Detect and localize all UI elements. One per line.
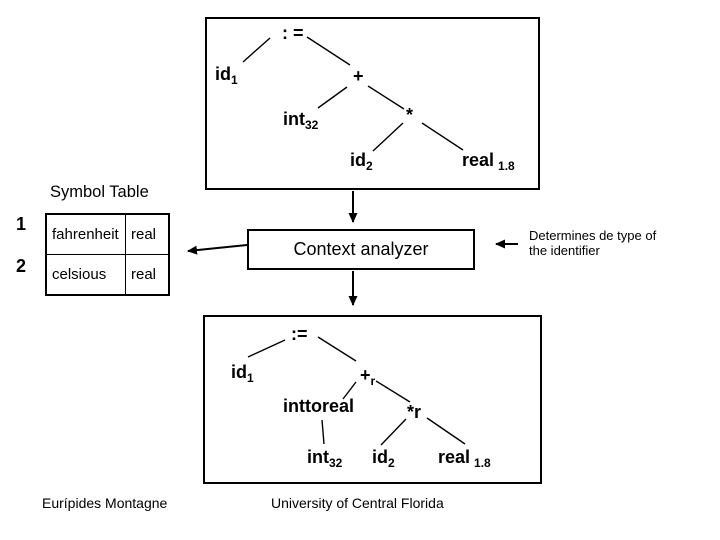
annotation-line-1: Determines de type of [529, 228, 657, 243]
top-tree-node-assign: : = [282, 23, 304, 43]
symbol-table-title: Symbol Table [50, 183, 149, 201]
top-tree-node-star: * [406, 105, 414, 125]
bottom-tree-node-int32: int32 [307, 447, 343, 470]
top-tree-node-int32: int32 [283, 109, 319, 132]
context-analyzer-box: Context analyzer [247, 229, 475, 270]
symbol-table-row-number-1: 1 [16, 214, 27, 234]
top-tree-node-plus: + [353, 66, 364, 86]
symbol-table-cell-type-1: real [126, 215, 168, 255]
bottom-tree-node-id1: id1 [231, 362, 254, 385]
bottom-tree-node-inttoreal: inttoreal [283, 396, 355, 416]
bottom-tree-node-star-r: *r [407, 402, 422, 422]
arrow-analyzer-to-symbol-table [187, 244, 248, 255]
bottom-tree-node-plus-r: +r [360, 365, 376, 388]
footer-author: Eurípides Montagne [42, 495, 168, 511]
output-syntax-tree-box [203, 315, 542, 484]
symbol-table-row-number-2: 2 [16, 256, 27, 276]
top-tree-node-id1: id1 [215, 64, 238, 87]
context-analyzer-label: Context analyzer [293, 239, 429, 259]
input-syntax-tree-box [205, 17, 540, 190]
symbol-table-cell-name-1: fahrenheit [47, 215, 126, 255]
annotation-determines-type: Determines de type of the identifier [529, 228, 657, 258]
bottom-tree-node-id2: id2 [372, 447, 395, 470]
symbol-table: fahrenheit real celsious real [45, 213, 170, 296]
symbol-table-cell-type-2: real [131, 265, 157, 283]
symbol-table-cell-name-2: celsious [47, 254, 126, 294]
footer-institution: University of Central Florida [271, 495, 444, 511]
bottom-tree-node-assign: := [291, 324, 308, 344]
top-tree-node-id2: id2 [350, 150, 373, 173]
annotation-line-2: the identifier [529, 242, 600, 258]
